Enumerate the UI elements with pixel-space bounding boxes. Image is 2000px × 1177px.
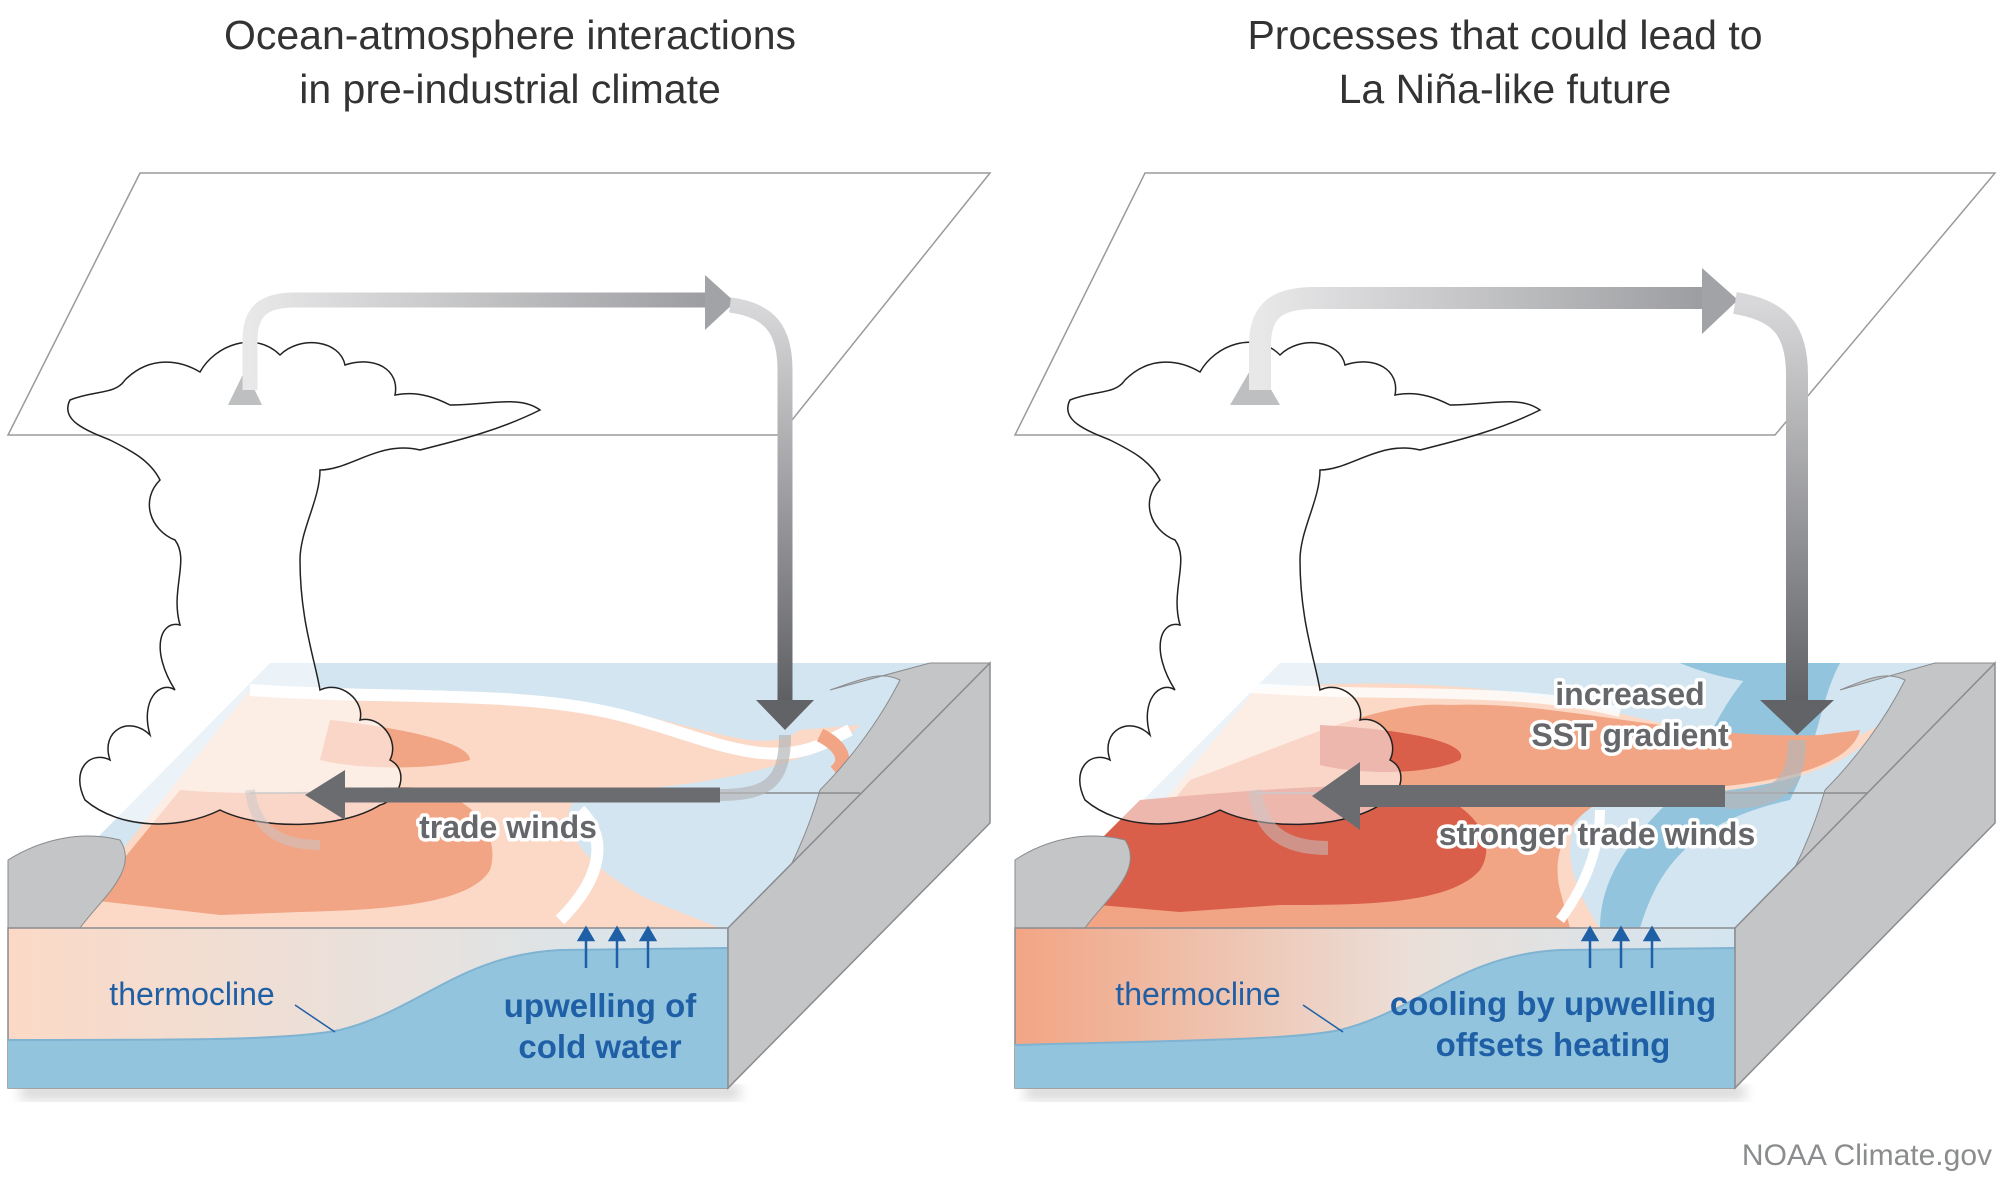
stronger-trade-winds-label: stronger trade winds xyxy=(1439,816,1756,852)
upwelling-label-line1: upwelling of xyxy=(504,987,697,1024)
land-west xyxy=(7,835,126,929)
trade-winds-label: trade winds xyxy=(419,809,597,845)
panel-title-la-nina-future: Processes that could lead to La Niña-lik… xyxy=(1155,8,1855,116)
descending-air-arrow xyxy=(1733,292,1808,705)
title-line-2: in pre-industrial climate xyxy=(299,66,721,112)
thermocline-label: thermocline xyxy=(1115,976,1280,1012)
title-line-1: Ocean-atmosphere interactions xyxy=(223,12,797,58)
land-west xyxy=(1014,835,1131,929)
ocean-cross-section xyxy=(1014,927,1736,1089)
thermocline-pointer xyxy=(294,1004,336,1033)
upwelling-label-line2: cold water xyxy=(518,1028,681,1065)
upper-return-flow xyxy=(1249,287,1705,390)
upper-flow-arrowhead xyxy=(1702,268,1738,334)
upwelling-arrows xyxy=(576,925,658,968)
thermocline-label: thermocline xyxy=(109,976,274,1012)
upper-return-flow xyxy=(242,292,710,390)
ocean-side-face xyxy=(727,661,991,1090)
ocean-cross-section xyxy=(7,927,729,1089)
descending-air-arrowhead xyxy=(756,700,814,730)
sst-gradient-label-line1: increased xyxy=(1555,676,1704,712)
upwelling-label-line2: offsets heating xyxy=(1436,1026,1671,1063)
ocean-side-face xyxy=(1734,661,1996,1090)
credit-text: NOAA Climate.gov xyxy=(1741,1139,1992,1172)
title-line-2: La Niña-like future xyxy=(1338,66,1672,112)
convective-cloud xyxy=(67,341,542,826)
descending-air-arrowhead xyxy=(1760,700,1834,735)
atmosphere-plane xyxy=(1013,172,1997,436)
walker-circulation xyxy=(1230,268,1834,855)
convective-cloud xyxy=(1067,341,1542,826)
thermocline-line xyxy=(7,947,729,1041)
sst-gradient-label-line2: SST gradient xyxy=(1531,717,1729,753)
diagram-la-nina-future: increased SST gradient stronger trade wi… xyxy=(1013,172,1997,1099)
trade-winds-arrowhead xyxy=(1312,762,1360,830)
cold-water-layer xyxy=(1015,948,1735,1088)
cold-water-layer xyxy=(8,948,728,1088)
panel-title-pre-industrial: Ocean-atmosphere interactions in pre-ind… xyxy=(160,8,860,116)
title-line-1: Processes that could lead to xyxy=(1247,12,1763,58)
diagram-pre-industrial: trade winds thermocline upwelling of col… xyxy=(6,172,992,1099)
walker-circulation xyxy=(228,275,814,850)
upwelling-arrows xyxy=(1580,925,1662,968)
thermocline-pointer xyxy=(1302,1004,1344,1033)
upwelling-label-line1: cooling by upwelling xyxy=(1390,985,1716,1022)
upper-flow-arrowhead xyxy=(705,275,735,330)
descending-air-arrow xyxy=(728,297,793,700)
trade-winds-arrowhead xyxy=(305,770,345,820)
